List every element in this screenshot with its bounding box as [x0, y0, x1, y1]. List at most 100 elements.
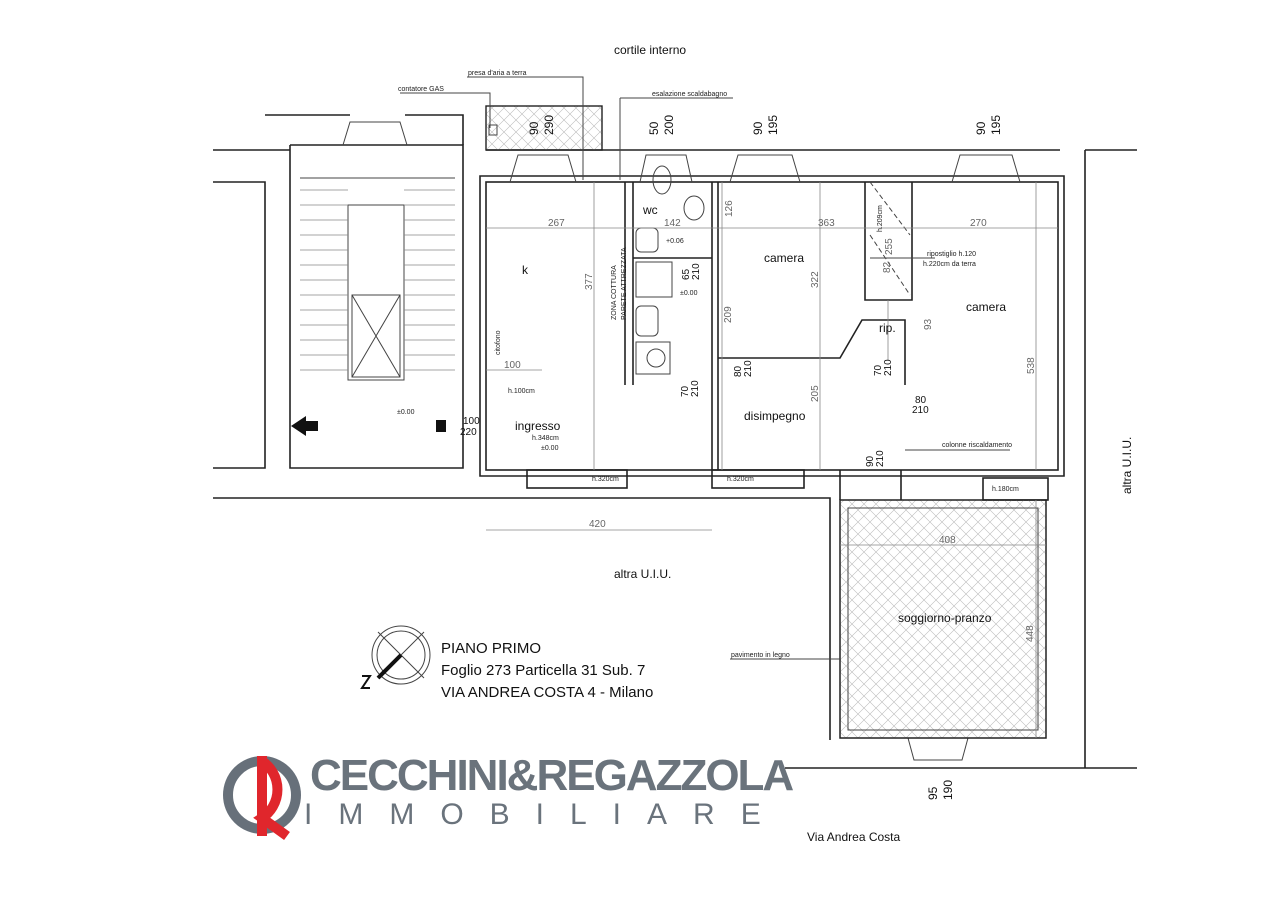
sink-icon: [635, 227, 659, 253]
intercom-label: citofono: [495, 330, 502, 355]
doors-1-w: 80: [733, 365, 744, 377]
logo-subtitle: IMMOBILIARE: [304, 798, 787, 831]
doors-3-h: 210: [883, 359, 894, 376]
dim-h180: h.180cm: [992, 486, 1019, 493]
room-storage: rip.: [879, 321, 896, 335]
air-intake-label: presa d'aria a terra: [468, 70, 527, 77]
windows-1-h: 200: [662, 115, 676, 135]
entry-arrow-icon: [291, 416, 318, 436]
doors-4-h: 210: [912, 405, 929, 416]
dim-363: 363: [818, 218, 835, 229]
doors-2-w: 70: [680, 385, 691, 397]
room-entrance: ingresso: [515, 419, 561, 433]
room-hallway: disimpegno: [744, 409, 806, 423]
doors-6-w: 100: [463, 416, 480, 427]
address: VIA ANDREA COSTA 4 - Milano: [441, 684, 653, 701]
dim-93: 93: [923, 318, 934, 330]
storage-note-2: h.220cm da terra: [923, 261, 976, 268]
kitchen-sink-icon: [635, 305, 659, 337]
door-labels: 65 210 80 210 70 210 70 210 80 210 90 21…: [460, 263, 929, 467]
window-bays: [342, 121, 1021, 761]
staircase: [300, 177, 455, 381]
dim-448: 448: [1025, 625, 1036, 642]
bidet-icon: [652, 165, 672, 195]
dim-209: 209: [723, 306, 734, 323]
dim-h320a: h.320cm: [592, 476, 619, 483]
dim-h209: h.209cm: [877, 205, 884, 232]
door-marker-icon: [436, 420, 446, 432]
wood-floor-label: pavimento in legno: [731, 652, 790, 659]
washer-icon: [635, 341, 671, 375]
logo-name: CECCHINI&REGAZZOLA: [310, 751, 793, 800]
windows-4-h: 190: [941, 780, 955, 800]
dim-82: 82: [882, 261, 893, 273]
dim-h100: h.100cm: [508, 388, 535, 395]
building-outline: [213, 114, 1137, 769]
other-unit-right: altra U.I.U.: [1120, 437, 1134, 494]
room-kitchen: k: [522, 263, 529, 277]
levels-shower: ±0.00: [680, 290, 698, 297]
dim-142: 142: [664, 218, 681, 229]
dim-100: 100: [504, 360, 521, 371]
other-unit-bottom: altra U.I.U.: [614, 567, 671, 581]
living-room-floor: [839, 499, 1047, 739]
storage-note-1: ripostiglio h.120: [927, 251, 976, 258]
floor-title: PIANO PRIMO: [441, 640, 541, 657]
doors-0-w: 65: [681, 268, 692, 280]
room-bedroom-2: camera: [966, 300, 1006, 314]
bathroom-fixtures: [635, 165, 705, 375]
title-block: PIANO PRIMO Foglio 273 Particella 31 Sub…: [441, 640, 653, 701]
gas-meter-icon: [488, 124, 498, 136]
levels-entrance: ±0.00: [541, 445, 559, 452]
doors-1-h: 210: [743, 360, 754, 377]
levels-landing: ±0.00: [397, 409, 415, 416]
windows-1-w: 50: [647, 121, 661, 135]
doors-3-w: 70: [873, 364, 884, 376]
doors-4-w: 80: [915, 395, 927, 406]
floor-levels: +0.06 ±0.00 ±0.00 ±0.00: [397, 238, 698, 452]
dim-420: 420: [589, 519, 606, 530]
kitchen-zone-label: ZONA COTTURA: [611, 265, 618, 320]
dim-322: 322: [810, 271, 821, 288]
window-labels: 90 290 50 200 90 195 90 195 95 190: [527, 115, 1003, 800]
windows-3-h: 195: [989, 115, 1003, 135]
street-label: Via Andrea Costa: [807, 830, 901, 844]
doors-6-h: 220: [460, 427, 477, 438]
gas-meter-label: contatore GAS: [398, 86, 444, 93]
kitchen-wall-label: PARETE ATTREZZATA: [621, 247, 628, 320]
dim-408: 408: [939, 535, 956, 546]
doors-0-h: 210: [691, 263, 702, 280]
windows-2-w: 90: [751, 121, 765, 135]
dim-205: 205: [810, 385, 821, 402]
dim-377: 377: [584, 273, 595, 290]
windows-0-h: 290: [542, 115, 556, 135]
company-logo: CECCHINI&REGAZZOLA IMMOBILIARE: [223, 751, 795, 841]
doors-5-h: 210: [875, 450, 886, 467]
apartment-walls: [479, 175, 1065, 501]
dim-270: 270: [970, 218, 987, 229]
annotations: cortile interno presa d'aria a terra con…: [398, 43, 1134, 844]
levels-wc: +0.06: [666, 238, 684, 245]
dimension-labels: 267 142 363 270 100 420 408 377 126 209 …: [504, 200, 1037, 642]
boiler-exhaust-label: esalazione scaldabagno: [652, 91, 727, 98]
room-bedroom-1: camera: [764, 251, 804, 265]
room-labels: k wc camera camera rip. ingresso h.348cm…: [515, 203, 1006, 625]
heating-columns-label: colonne riscaldamento: [942, 442, 1012, 449]
dim-267: 267: [548, 218, 565, 229]
windows-0-w: 90: [527, 121, 541, 135]
windows-3-w: 90: [974, 121, 988, 135]
north-compass-icon: [360, 625, 431, 689]
room-wc: wc: [642, 203, 658, 217]
room-entrance-height: h.348cm: [532, 435, 559, 442]
dim-255: 255: [884, 238, 895, 255]
courtyard-label: cortile interno: [614, 43, 686, 57]
dimension-lines: [486, 182, 1058, 738]
dim-h320b: h.320cm: [727, 476, 754, 483]
dim-126: 126: [724, 200, 735, 217]
windows-4-w: 95: [926, 786, 940, 800]
cadastral-info: Foglio 273 Particella 31 Sub. 7: [441, 662, 645, 679]
doors-2-h: 210: [690, 380, 701, 397]
dim-538: 538: [1026, 357, 1037, 374]
room-living: soggiorno-pranzo: [898, 611, 992, 625]
